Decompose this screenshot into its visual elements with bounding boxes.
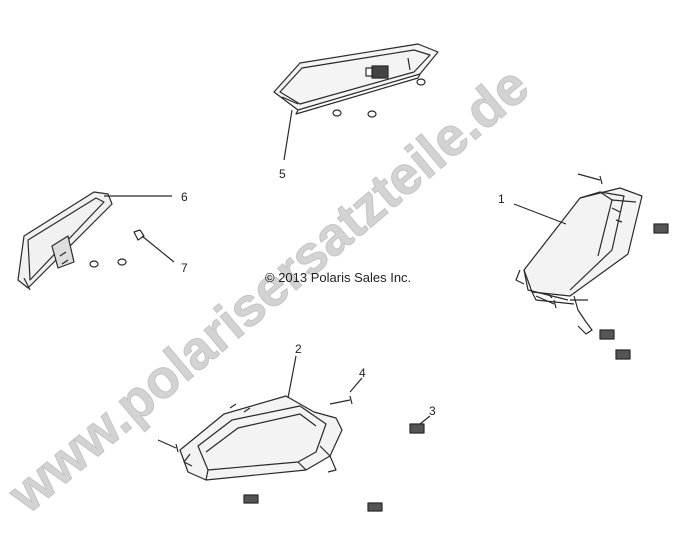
leader-2	[287, 355, 297, 399]
part-1-screws	[535, 173, 669, 360]
callout-3: 3	[429, 404, 436, 418]
part-2-headlight	[179, 395, 343, 481]
part-7-clip	[89, 229, 145, 268]
callout-7: 7	[181, 261, 188, 275]
part-1-headlight	[515, 187, 643, 335]
part-2-screws	[157, 395, 383, 512]
copyright-notice: © 2013 Polaris Sales Inc.	[265, 270, 412, 285]
callout-1: 1	[498, 192, 505, 206]
leader-3	[419, 415, 431, 425]
leader-7	[141, 235, 175, 263]
part-3-nut	[409, 423, 425, 434]
callout-6: 6	[181, 190, 188, 204]
leader-4	[349, 377, 363, 393]
part-5-nuts	[332, 78, 426, 118]
callout-5: 5	[279, 167, 286, 181]
part-6-lens	[17, 191, 113, 291]
leader-1	[513, 203, 567, 225]
leader-5	[283, 109, 293, 161]
part-5-housing	[273, 43, 439, 115]
callout-4: 4	[359, 366, 366, 380]
callout-2: 2	[295, 342, 302, 356]
